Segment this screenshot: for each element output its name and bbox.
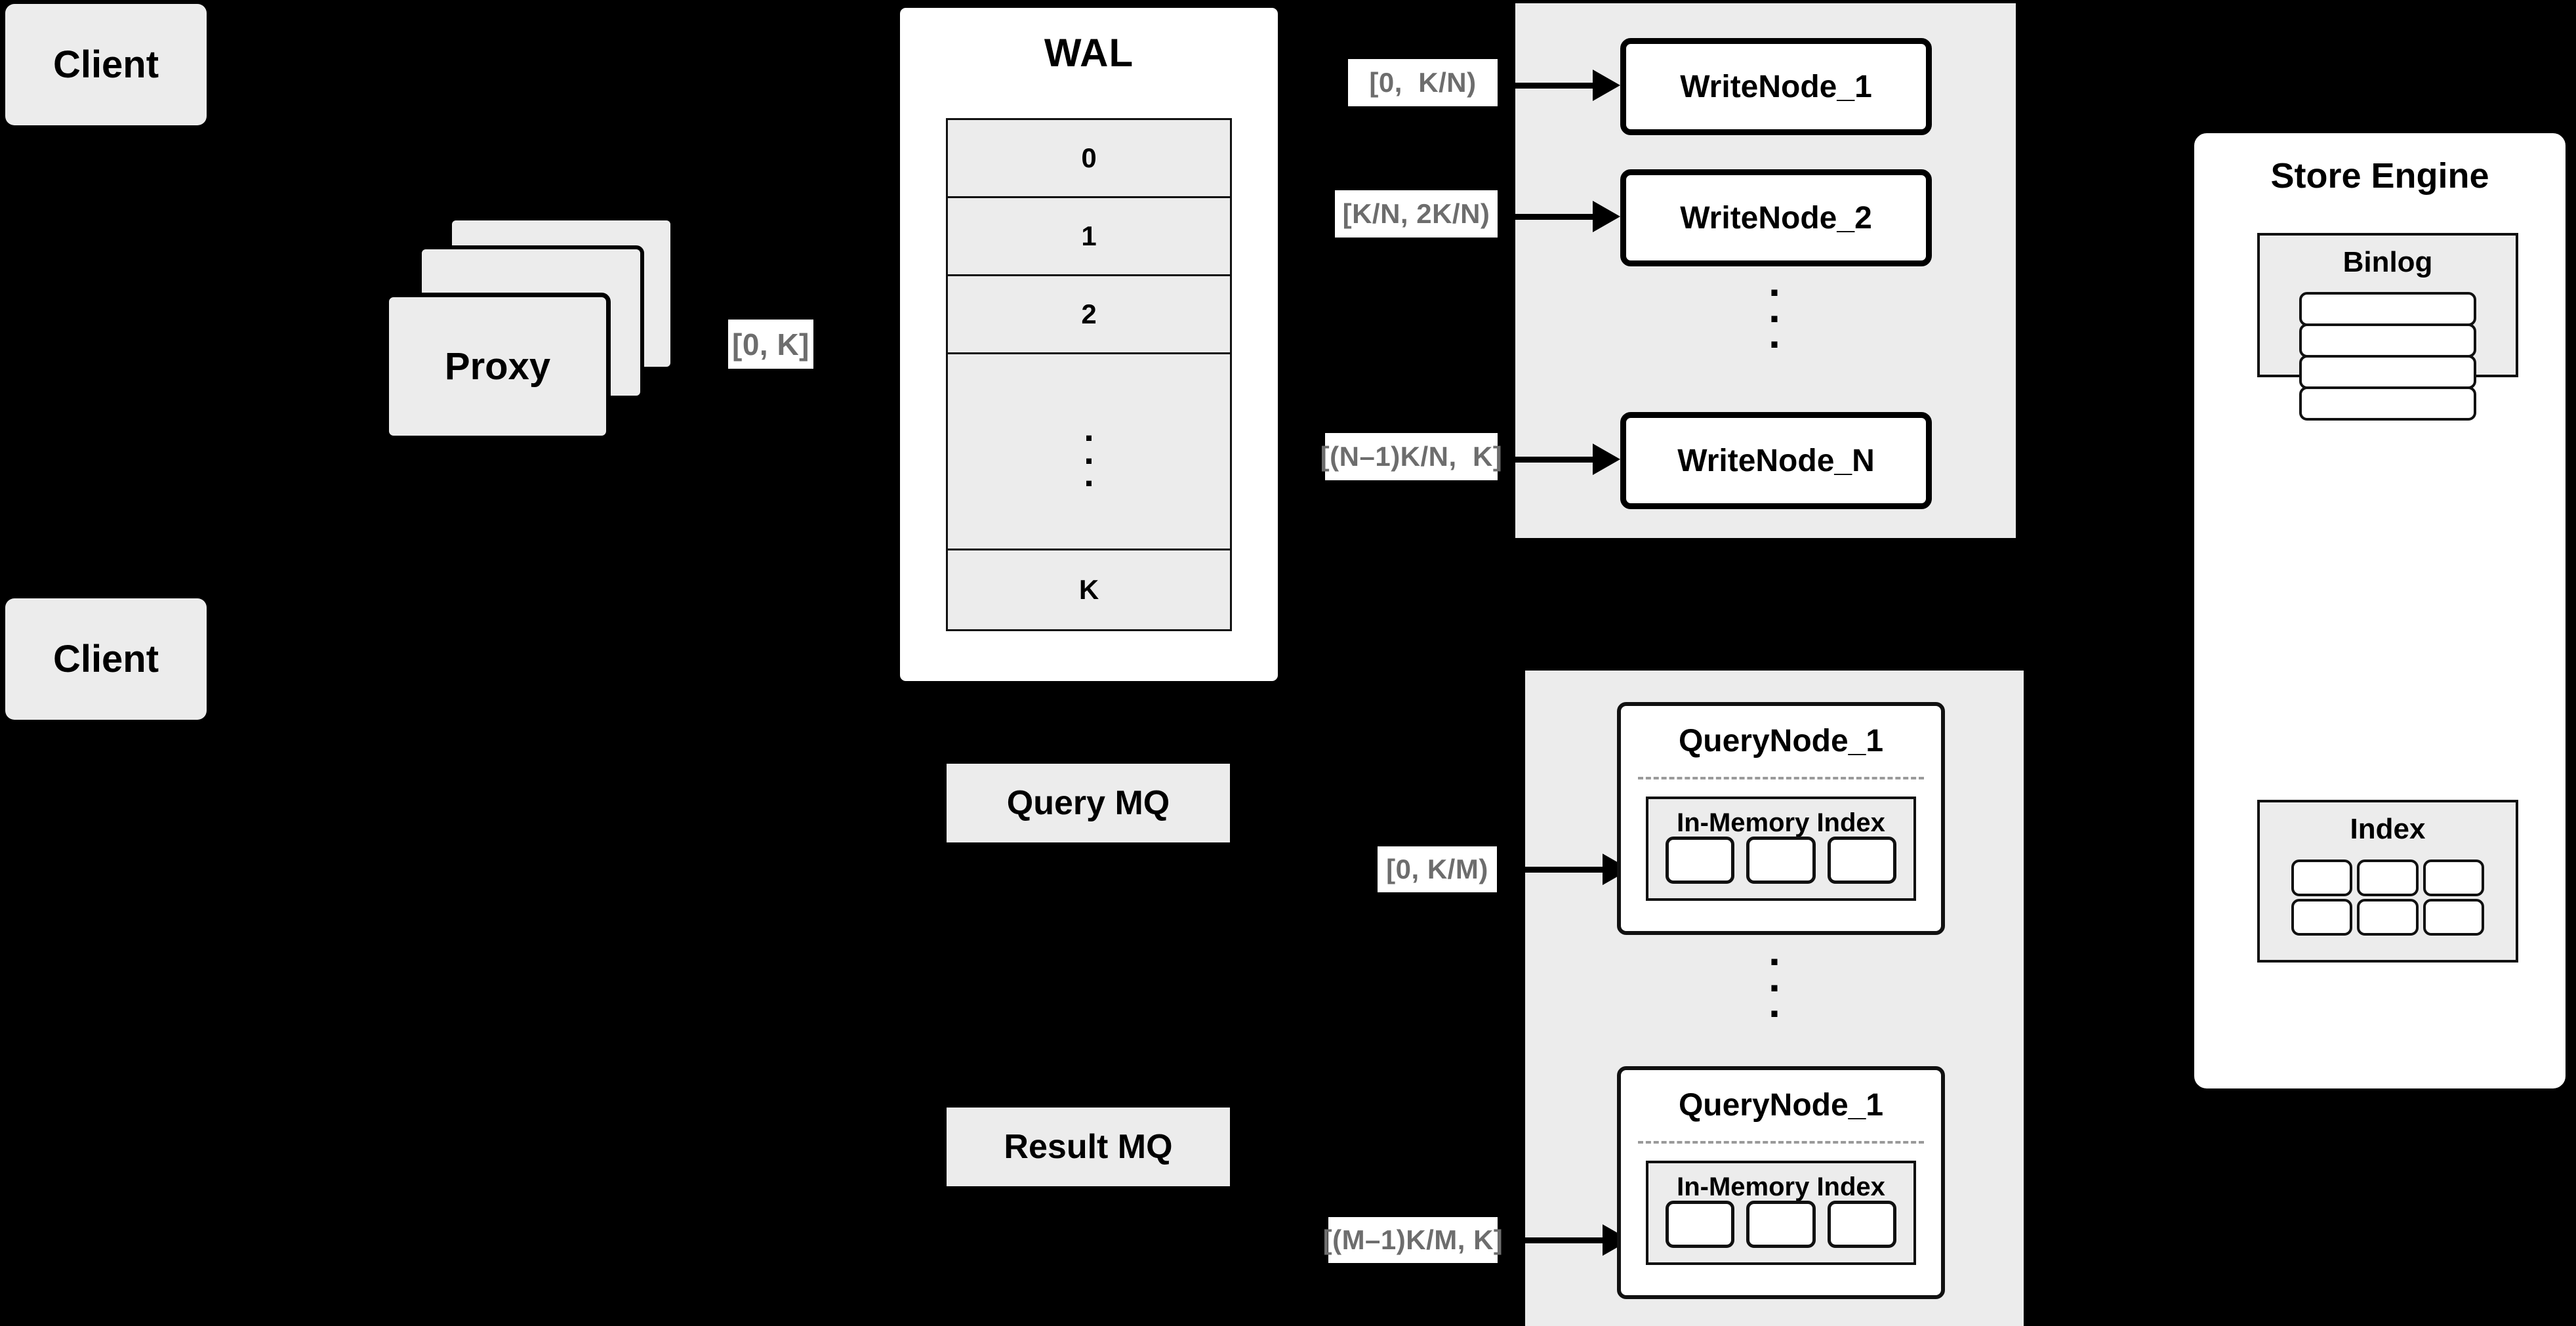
wal-panel: WAL 0 1 2 ... K bbox=[895, 3, 1282, 686]
query-node-m-divider bbox=[1638, 1141, 1924, 1144]
write-node-1[interactable]: WriteNode_1 bbox=[1620, 38, 1932, 135]
in-memory-index-title: In-Memory Index bbox=[1677, 808, 1885, 837]
query-node-1-divider bbox=[1638, 777, 1924, 779]
write-node-2-range-text: [K/N, 2K/N) bbox=[1342, 198, 1490, 229]
proxy-range-label: [0, K] bbox=[728, 320, 813, 369]
query-node-1-range-text: [0, K/M) bbox=[1386, 854, 1488, 884]
wal-row-label: 2 bbox=[1081, 299, 1097, 329]
write-node-1-range-text: [0, K/N) bbox=[1369, 67, 1477, 98]
binlog-title: Binlog bbox=[2342, 246, 2433, 278]
write-node-1-range-label: [0, K/N) bbox=[1348, 59, 1498, 106]
wal-row-label: 0 bbox=[1081, 142, 1097, 173]
query-node-1[interactable]: QueryNode_1 In-Memory Index bbox=[1617, 702, 1945, 935]
store-index-box[interactable]: Index bbox=[2257, 800, 2518, 963]
client-node-1-label: Client bbox=[52, 43, 159, 86]
in-memory-index-segments bbox=[1666, 837, 1896, 884]
write-node-2-arrow-head bbox=[1593, 201, 1620, 232]
write-node-1-arrow-head bbox=[1593, 70, 1620, 101]
wal-row[interactable]: K bbox=[948, 550, 1230, 631]
query-node-m[interactable]: QueryNode_1 In-Memory Index bbox=[1617, 1066, 1945, 1299]
proxy-label: Proxy bbox=[444, 345, 551, 388]
query-node-m-label: QueryNode_1 bbox=[1678, 1088, 1884, 1123]
binlog-entry[interactable] bbox=[2299, 355, 2476, 389]
store-index-row bbox=[2291, 860, 2484, 897]
write-node-2-arrow-line bbox=[1512, 214, 1596, 220]
index-segment[interactable] bbox=[1827, 1201, 1896, 1248]
proxy-range-label-text: [0, K] bbox=[732, 327, 809, 362]
wal-row[interactable]: 0 bbox=[948, 120, 1230, 198]
store-index-cell[interactable] bbox=[2423, 898, 2484, 936]
store-index-row bbox=[2291, 898, 2484, 936]
wal-row[interactable]: 2 bbox=[948, 276, 1230, 354]
write-node-1-label: WriteNode_1 bbox=[1680, 69, 1872, 104]
store-index-title: Index bbox=[2350, 813, 2426, 845]
proxy-node[interactable]: Proxy bbox=[384, 293, 611, 440]
query-mq-label: Query MQ bbox=[1006, 784, 1170, 822]
store-index-cell[interactable] bbox=[2357, 860, 2419, 897]
index-segment[interactable] bbox=[1746, 1201, 1816, 1248]
binlog-box[interactable]: Binlog bbox=[2257, 233, 2518, 421]
binlog-entry[interactable] bbox=[2299, 386, 2476, 421]
write-node-n-range-label: [(N–1)K/N, K] bbox=[1320, 433, 1502, 480]
index-segment[interactable] bbox=[1746, 837, 1816, 884]
write-cluster-ellipsis: ... bbox=[1768, 258, 1780, 358]
write-node-1-arrow-line bbox=[1512, 83, 1596, 89]
wal-entry-table: 0 1 2 ... K bbox=[946, 118, 1232, 631]
result-mq-label: Result MQ bbox=[1004, 1128, 1173, 1166]
store-index-cell[interactable] bbox=[2423, 860, 2484, 897]
index-segment[interactable] bbox=[1827, 837, 1896, 884]
store-index-cell[interactable] bbox=[2291, 860, 2353, 897]
client-node-2[interactable]: Client bbox=[5, 598, 207, 720]
store-engine-panel: Store Engine Binlog Index bbox=[2190, 129, 2570, 1093]
client-node-2-label: Client bbox=[52, 638, 159, 680]
query-node-m-range-label: [(M–1)K/M, K] bbox=[1323, 1217, 1503, 1263]
write-node-n-label: WriteNode_N bbox=[1677, 443, 1875, 478]
binlog-arrow-line bbox=[2158, 385, 2204, 390]
query-node-1-arrow-line bbox=[1522, 867, 1606, 873]
query-node-m-in-memory-index: In-Memory Index bbox=[1646, 1161, 1916, 1265]
write-node-n-arrow-head bbox=[1593, 444, 1620, 475]
store-index-cell[interactable] bbox=[2291, 898, 2353, 936]
index-segment[interactable] bbox=[1666, 1201, 1735, 1248]
query-node-m-range-text: [(M–1)K/M, K] bbox=[1322, 1224, 1503, 1255]
wal-row-ellipsis: ... bbox=[948, 354, 1230, 550]
in-memory-index-segments bbox=[1666, 1201, 1896, 1248]
write-node-n[interactable]: WriteNode_N bbox=[1620, 412, 1932, 509]
write-node-n-range-text: [(N–1)K/N, K] bbox=[1320, 441, 1503, 472]
query-cluster-ellipsis: ... bbox=[1768, 927, 1780, 1027]
write-node-2-label: WriteNode_2 bbox=[1680, 200, 1872, 236]
query-mq-node[interactable]: Query MQ bbox=[947, 764, 1230, 842]
in-memory-index-title: In-Memory Index bbox=[1677, 1172, 1885, 1201]
query-node-m-arrow-line bbox=[1522, 1237, 1606, 1243]
write-node-n-arrow-line bbox=[1512, 457, 1596, 463]
write-node-2-range-label: [K/N, 2K/N) bbox=[1335, 190, 1498, 238]
query-node-1-range-label: [0, K/M) bbox=[1378, 846, 1497, 892]
wal-row-label: K bbox=[1078, 574, 1099, 605]
query-node-1-in-memory-index: In-Memory Index bbox=[1646, 797, 1916, 901]
index-segment[interactable] bbox=[1666, 837, 1735, 884]
write-node-2[interactable]: WriteNode_2 bbox=[1620, 169, 1932, 266]
binlog-entry[interactable] bbox=[2299, 323, 2476, 358]
result-mq-node[interactable]: Result MQ bbox=[947, 1108, 1230, 1186]
binlog-entries bbox=[2299, 292, 2476, 421]
wal-title: WAL bbox=[1044, 31, 1134, 75]
binlog-entry[interactable] bbox=[2299, 292, 2476, 326]
wal-row[interactable]: 1 bbox=[948, 198, 1230, 276]
query-node-1-label: QueryNode_1 bbox=[1678, 724, 1884, 758]
store-index-cells bbox=[2291, 858, 2484, 938]
client-node-1[interactable]: Client bbox=[5, 4, 207, 125]
store-index-cell[interactable] bbox=[2357, 898, 2419, 936]
index-arrow-line bbox=[2158, 951, 2204, 955]
store-engine-title: Store Engine bbox=[2270, 156, 2489, 196]
wal-row-label: 1 bbox=[1081, 220, 1097, 251]
